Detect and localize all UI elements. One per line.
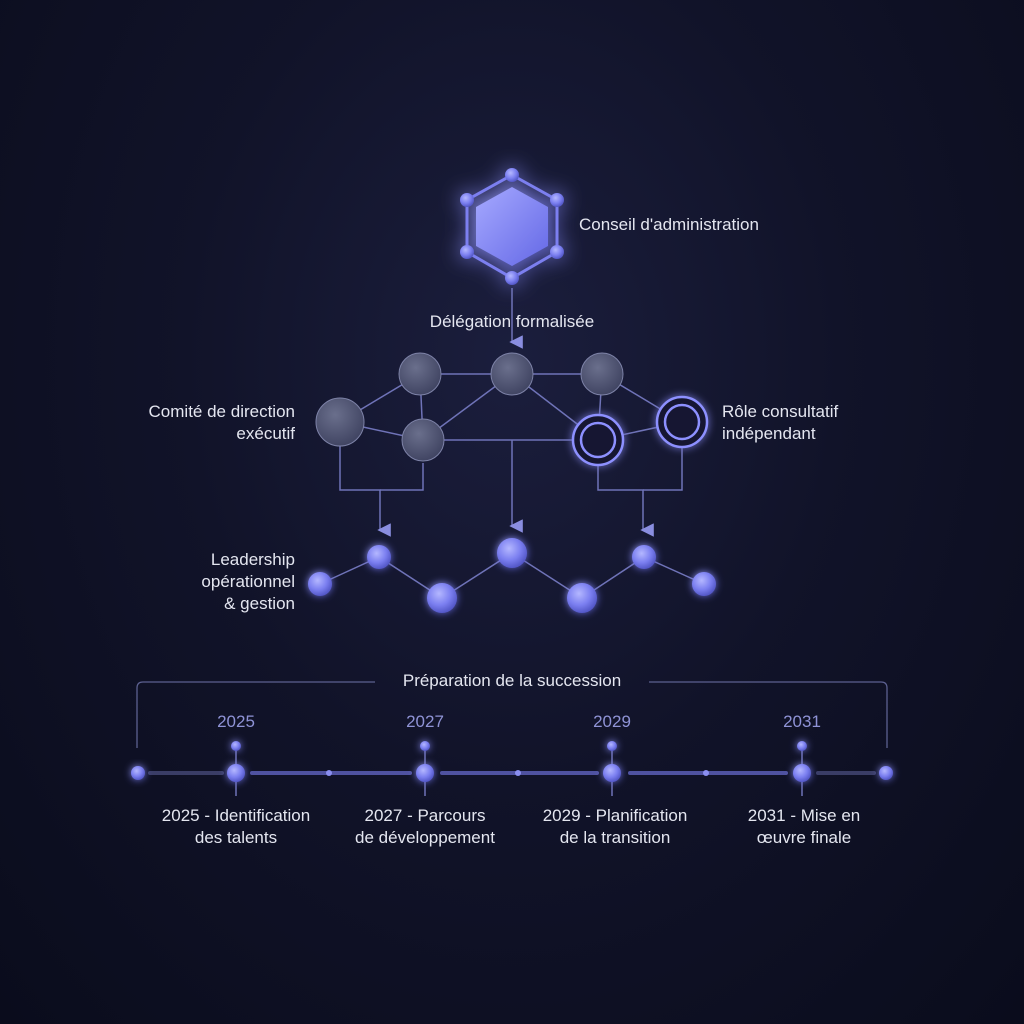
year-label-2025: 2025 (217, 712, 255, 731)
timeline-title: Préparation de la succession (402, 671, 622, 690)
year-label-2031: 2031 (783, 712, 821, 731)
advisory-role-label: Rôle consultatif indépendant (722, 402, 839, 443)
leadership-network (308, 538, 716, 613)
year-label-2027: 2027 (406, 712, 444, 731)
timeline-track (131, 766, 893, 780)
middle-network-edges (339, 373, 683, 537)
timeline-bracket (136, 681, 888, 748)
board-label: Conseil d'administration (579, 215, 759, 234)
milestone-description-2029: 2029 - Planification de la transition (542, 806, 688, 847)
milestone-description-2025: 2025 - Identification des talents (161, 806, 311, 847)
milestone-description-2027: 2027 - Parcours de développement (355, 806, 495, 847)
year-label-2029: 2029 (593, 712, 631, 731)
milestone-description-2031: 2031 - Mise en œuvre finale (747, 806, 861, 847)
milestone-2029 (603, 741, 621, 796)
milestone-2027 (416, 741, 434, 796)
timeline-milestones (227, 741, 811, 796)
board-node (460, 168, 564, 285)
leadership-label: Leadership opérationnel & gestion (201, 550, 295, 613)
executive-committee-label: Comité de direction exécutif (148, 402, 295, 443)
delegation-label: Délégation formalisée (429, 312, 595, 331)
milestone-2025 (227, 741, 245, 796)
executive-committee-nodes (315, 352, 624, 462)
advisory-nodes (571, 395, 709, 467)
milestone-2031 (793, 741, 811, 796)
